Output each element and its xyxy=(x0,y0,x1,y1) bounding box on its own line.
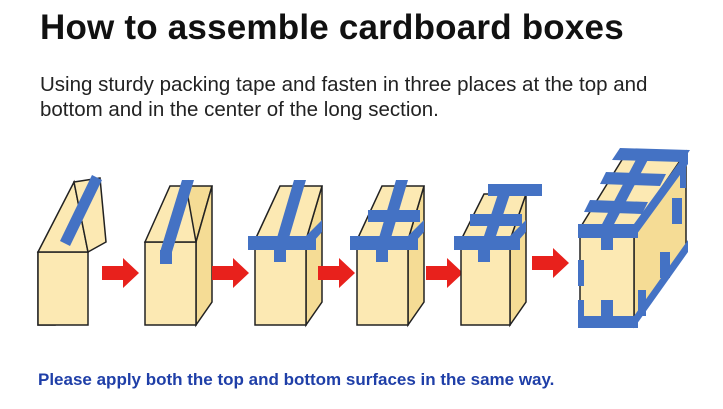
assembly-diagram xyxy=(36,148,690,329)
tape-patch xyxy=(578,260,584,286)
bottom-note: Please apply both the top and bottom sur… xyxy=(38,370,555,389)
step-5-box-tape-top-band-icon xyxy=(454,184,542,328)
arrow-icon xyxy=(318,258,355,288)
tape-patch xyxy=(672,198,682,224)
tape-strip xyxy=(601,236,613,250)
tape-band xyxy=(454,236,520,250)
tape-band xyxy=(488,184,542,196)
tape-band xyxy=(248,236,316,250)
arrow-icon xyxy=(102,258,139,288)
box-front-face xyxy=(37,251,89,326)
tape-patch xyxy=(578,300,584,320)
step-2-box-tape-center-icon xyxy=(143,180,213,328)
step-6-box-fully-taped-icon xyxy=(578,148,690,329)
tape-strip xyxy=(600,152,652,228)
tape-band xyxy=(634,150,688,238)
tape-band xyxy=(578,316,638,328)
step-4-box-tape-three-bands-icon xyxy=(350,180,426,328)
tape-patch xyxy=(660,252,670,278)
tape-patch xyxy=(680,158,686,188)
tape-strip xyxy=(274,180,306,248)
tape-band xyxy=(510,220,526,250)
tape-band xyxy=(612,148,690,162)
tape-band xyxy=(578,224,638,238)
tape-band xyxy=(470,214,522,226)
tape-strip xyxy=(160,250,172,264)
tape-strip xyxy=(601,300,613,316)
tape-strip xyxy=(274,248,286,262)
tape-band xyxy=(306,220,322,250)
tape-patch xyxy=(638,290,646,316)
tape-band xyxy=(350,236,418,250)
step-3-box-tape-bottom-icon xyxy=(248,180,324,328)
tape-strip xyxy=(160,180,194,252)
instruction-text: Using sturdy packing tape and fasten in … xyxy=(40,73,648,121)
arrow-icon xyxy=(212,258,249,288)
step-1-folded-box-icon xyxy=(36,175,107,326)
tape-strip xyxy=(376,248,388,262)
tape-band xyxy=(408,220,424,250)
tape-strip xyxy=(478,248,490,262)
tape-band xyxy=(634,240,688,328)
arrow-icon xyxy=(532,248,569,278)
arrow-icon xyxy=(426,258,463,288)
tape-band xyxy=(368,210,420,222)
page-title: How to assemble cardboard boxes xyxy=(40,8,624,47)
tape-strip xyxy=(60,175,102,246)
